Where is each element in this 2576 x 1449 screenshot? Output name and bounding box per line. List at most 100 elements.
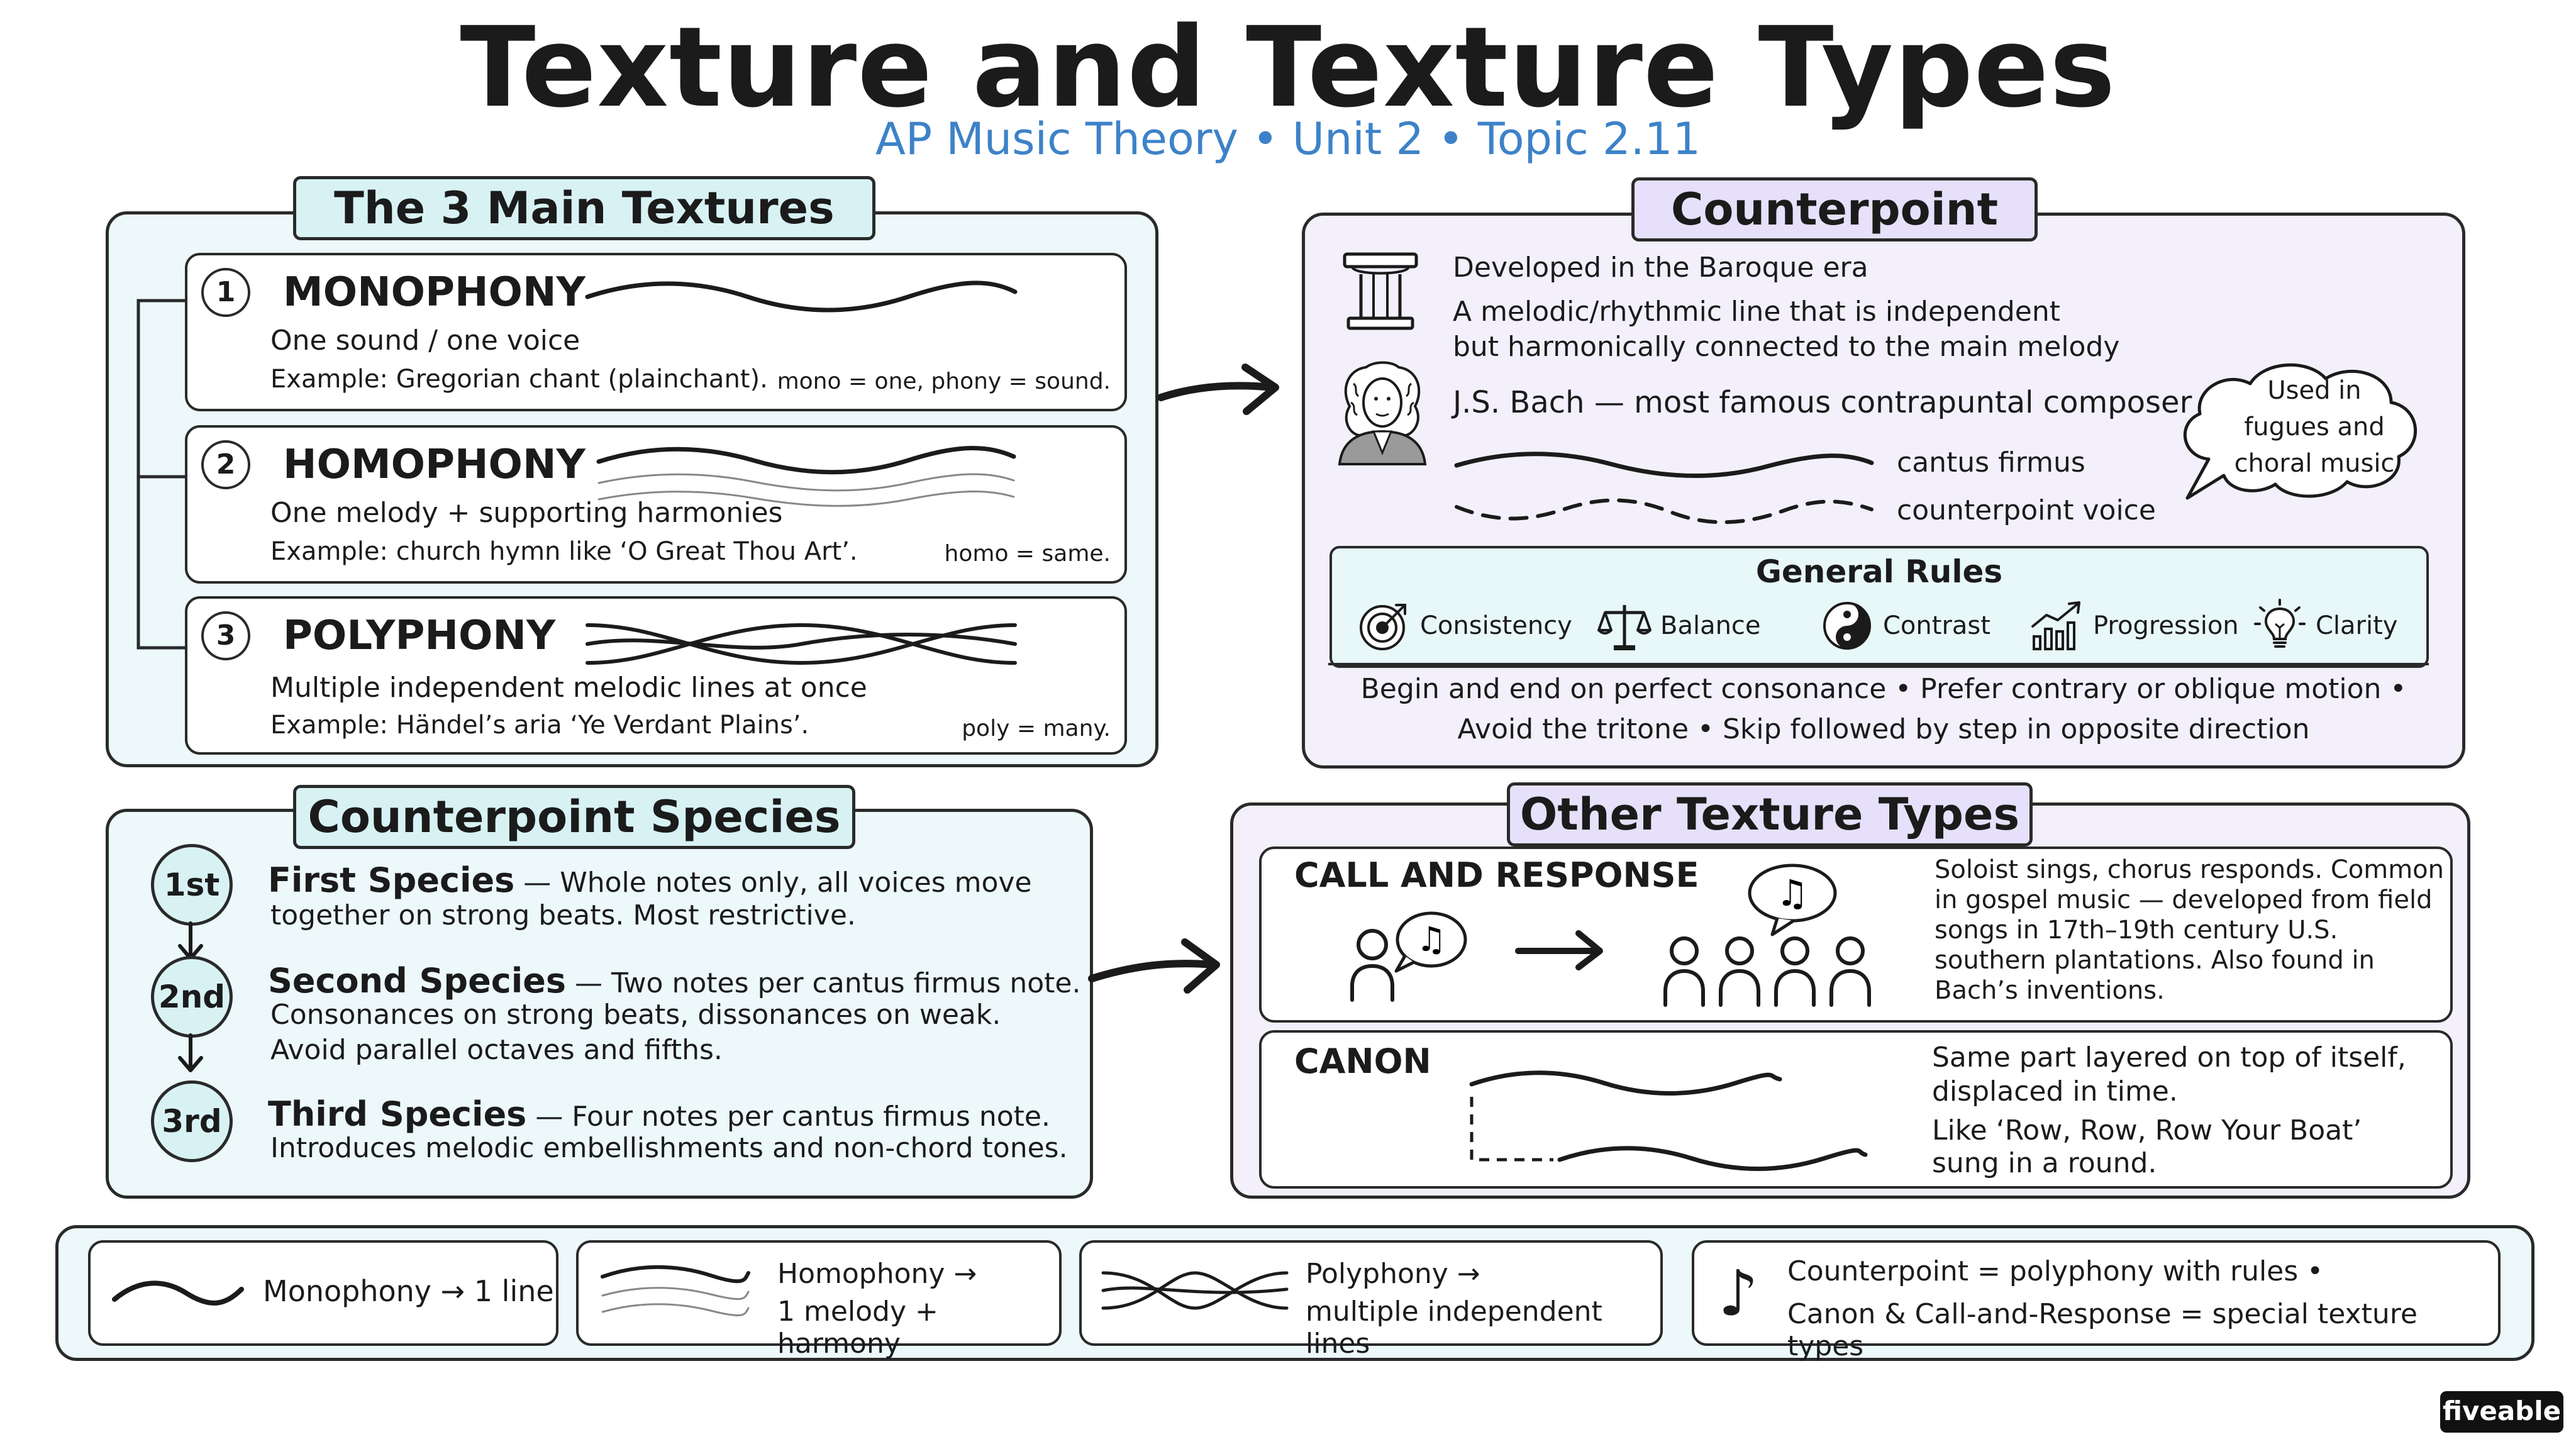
- summary-text-2: Canon & Call-and-Response = special text…: [1787, 1298, 2418, 1362]
- number-badge: 1: [201, 268, 250, 317]
- call-desc-4: southern plantations. Also found in: [1935, 946, 2375, 975]
- call-response-card: CALL AND RESPONSE ♫ ♫ Soloist sings, cho…: [1259, 847, 2453, 1023]
- bach-text: J.S. Bach — most famous contrapuntal com…: [1453, 385, 2192, 420]
- arrow-right-icon: [1157, 364, 1279, 415]
- monophony-card: 1 MONOPHONY One sound / one voice Exampl…: [185, 253, 1127, 411]
- species-text: — Whole notes only, all voices move: [514, 867, 1032, 899]
- bubble-line-1: Used in: [2267, 376, 2362, 405]
- texture-etymology: mono = one, phony = sound.: [777, 369, 1111, 394]
- summary-counterpoint: ♪ Counterpoint = polyphony with rules • …: [1692, 1240, 2501, 1362]
- species-text: — Two notes per cantus firmus note.: [565, 967, 1081, 999]
- summary-text: Monophony → 1 line: [263, 1274, 554, 1308]
- interweaving-lines-icon: [586, 623, 1017, 665]
- single-wave-icon: [585, 280, 1018, 313]
- target-icon: [1360, 604, 1406, 650]
- species-second-line-1: Second Species — Two notes per cantus fi…: [268, 961, 1080, 1001]
- texture-etymology: homo = same.: [944, 541, 1111, 567]
- rules-divider: [1328, 663, 2429, 665]
- species-name: First Species: [268, 860, 515, 900]
- summary-monophony: Monophony → 1 line: [88, 1240, 558, 1346]
- rule-balance: Balance: [1597, 599, 1761, 653]
- rules-footer-line-2: Avoid the tritone • Skip followed by ste…: [1457, 713, 2310, 745]
- canon-desc-2: displaced in time.: [1932, 1075, 2178, 1108]
- page-subtitle: AP Music Theory • Unit 2 • Topic 2.11: [875, 113, 1701, 165]
- column-icon: [1343, 252, 1418, 330]
- arrow-right-icon: [1088, 938, 1220, 994]
- species-name: Third Species: [268, 1094, 527, 1134]
- music-note-icon: ♪: [1718, 1257, 1758, 1330]
- canon-card: CANON Same part layered on top of itself…: [1259, 1030, 2453, 1189]
- melody-harmony-wave-icon: [601, 1265, 750, 1316]
- canon-desc-1: Same part layered on top of itself,: [1932, 1041, 2406, 1074]
- soloist-icon: ♫: [1350, 911, 1467, 1002]
- species-heading: Counterpoint Species: [293, 785, 855, 849]
- summary-text-1: Polyphony →: [1306, 1258, 1480, 1290]
- texture-description: One melody + supporting harmonies: [270, 497, 783, 529]
- counterpoint-voice-label: counterpoint voice: [1897, 494, 2156, 526]
- svg-text:♫: ♫: [1416, 919, 1446, 959]
- single-wave-icon: [112, 1280, 244, 1306]
- general-rules-heading: General Rules: [1755, 553, 2003, 590]
- canon-desc-3: Like ‘Row, Row, Row Your Boat’: [1932, 1114, 2362, 1146]
- species-first-line-2: together on strong beats. Most restricti…: [270, 899, 856, 931]
- arrow-right-icon: [1515, 930, 1603, 970]
- texture-description: One sound / one voice: [270, 325, 580, 357]
- call-desc-3: songs in 17th–19th century U.S.: [1935, 916, 2338, 945]
- bubble-line-3: choral music: [2234, 449, 2395, 478]
- rule-label: Clarity: [2316, 611, 2398, 640]
- species-badge-1st: 1st: [151, 844, 233, 926]
- general-rules-box: General Rules Consistency Balance Contra…: [1330, 546, 2429, 668]
- rules-footer-line-1: Begin and end on perfect consonance • Pr…: [1360, 673, 2407, 705]
- counterpoint-heading: Counterpoint: [1631, 177, 2038, 242]
- svg-text:♫: ♫: [1776, 872, 1809, 914]
- rule-label: Progression: [2093, 611, 2239, 640]
- texture-example: Example: Gregorian chant (plainchant).: [270, 365, 768, 394]
- rule-consistency: Consistency: [1357, 599, 1572, 653]
- species-name: Second Species: [268, 961, 566, 1001]
- call-desc-2: in gospel music — developed from field: [1935, 886, 2433, 914]
- number-badge: 2: [201, 440, 250, 489]
- bracket-connector: [136, 299, 187, 650]
- rule-label: Contrast: [1883, 611, 1990, 640]
- melody-harmony-wave-icon: [596, 446, 1016, 507]
- other-types-heading: Other Texture Types: [1507, 782, 2033, 847]
- rule-label: Consistency: [1420, 611, 1572, 640]
- texture-description: Multiple independent melodic lines at on…: [270, 672, 867, 704]
- summary-text-2: 1 melody + harmony: [777, 1296, 938, 1360]
- main-textures-heading: The 3 Main Textures: [293, 176, 875, 240]
- number-badge: 3: [201, 611, 250, 660]
- species-first-line-1: First Species — Whole notes only, all vo…: [268, 860, 1032, 900]
- texture-example: Example: church hymn like ‘O Great Thou …: [270, 537, 858, 566]
- counterpoint-voice-wave: [1455, 498, 1874, 525]
- summary-text-1: Homophony →: [777, 1258, 977, 1290]
- texture-name: HOMOPHONY: [283, 441, 586, 488]
- species-third-line-1: Third Species — Four notes per cantus fi…: [268, 1094, 1050, 1134]
- call-desc-5: Bach’s inventions.: [1935, 976, 2165, 1005]
- cantus-firmus-label: cantus firmus: [1897, 447, 2085, 479]
- summary-polyphony: Polyphony → multiple independent lines: [1079, 1240, 1663, 1360]
- counterpoint-definition-1: A melodic/rhythmic line that is independ…: [1453, 296, 2060, 328]
- polyphony-card: 3 POLYPHONY Multiple independent melodic…: [185, 596, 1127, 755]
- summary-homophony: Homophony → 1 melody + harmony: [576, 1240, 1062, 1360]
- rule-progression: Progression: [2030, 599, 2239, 653]
- canon-desc-4: sung in a round.: [1932, 1147, 2157, 1179]
- texture-etymology: poly = many.: [962, 716, 1111, 741]
- bach-portrait-icon: [1338, 361, 1427, 465]
- interweaving-lines-icon: [1101, 1271, 1289, 1310]
- cantus-firmus-wave: [1454, 452, 1874, 479]
- rule-label: Balance: [1660, 611, 1761, 640]
- scales-icon: [1597, 605, 1652, 650]
- speech-cloud-icon: [2183, 363, 2418, 500]
- yin-yang-icon: [1823, 602, 1871, 650]
- call-response-title: CALL AND RESPONSE: [1294, 855, 1699, 895]
- species-text: — Four notes per cantus firmus note.: [526, 1101, 1050, 1133]
- bubble-line-2: fugues and: [2244, 413, 2385, 441]
- species-badge-3rd: 3rd: [151, 1080, 233, 1162]
- growth-chart-icon: [2031, 601, 2080, 650]
- page-title: Texture and Texture Types: [460, 3, 2116, 132]
- counterpoint-definition-2: but harmonically connected to the main m…: [1453, 331, 2120, 363]
- species-second-line-2: Consonances on strong beats, dissonances…: [270, 999, 1001, 1031]
- canon-wave-icon: [1469, 1070, 1868, 1171]
- fiveable-logo: fiveable: [2440, 1391, 2563, 1433]
- chorus-icon: ♫: [1663, 863, 1871, 1007]
